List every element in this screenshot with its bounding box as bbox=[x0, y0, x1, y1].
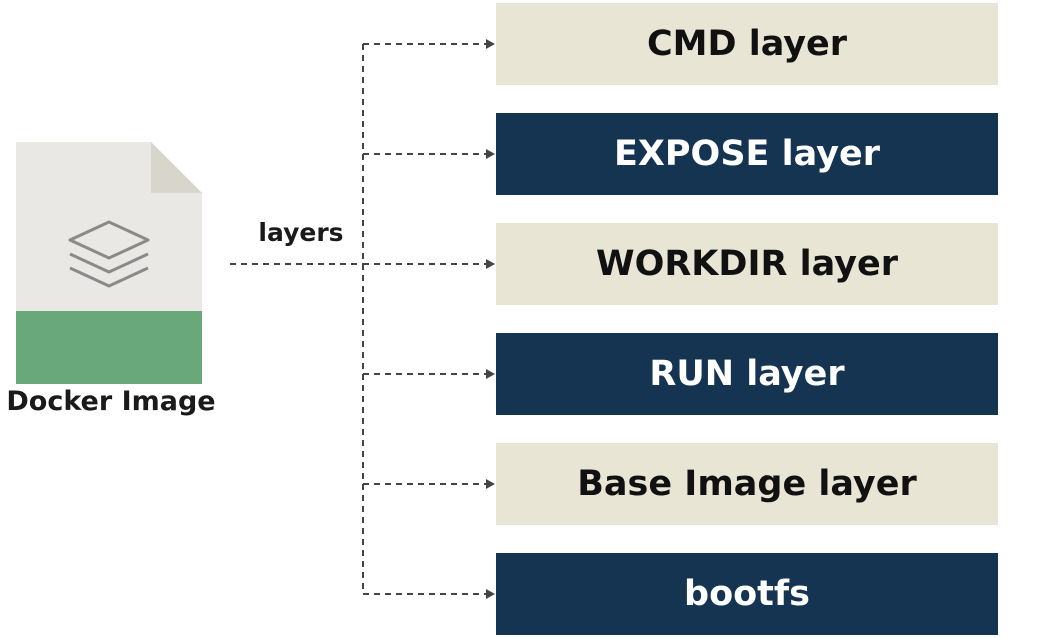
layer-label: CMD layer bbox=[646, 24, 848, 64]
layer-box-run: RUN layer bbox=[496, 333, 998, 415]
layers-stack-icon bbox=[68, 220, 150, 288]
layer-box-expose: EXPOSE layer bbox=[496, 113, 998, 195]
arrow-head bbox=[486, 369, 495, 379]
docker-image-label: Docker Image bbox=[6, 386, 216, 417]
docker-image-file-icon bbox=[16, 142, 202, 384]
layer-label: Base Image layer bbox=[577, 464, 917, 504]
arrow-head bbox=[486, 39, 495, 49]
layer-box-bootfs: bootfs bbox=[496, 553, 998, 635]
layer-label: EXPOSE layer bbox=[614, 134, 880, 174]
connector-label: layers bbox=[258, 218, 344, 247]
arrow-head bbox=[486, 589, 495, 599]
layer-label: WORKDIR layer bbox=[596, 244, 898, 284]
arrow-head bbox=[486, 259, 495, 269]
layer-box-base-image: Base Image layer bbox=[496, 443, 998, 525]
layer-box-cmd: CMD layer bbox=[496, 3, 998, 85]
layer-label: RUN layer bbox=[649, 354, 845, 394]
layer-label: bootfs bbox=[684, 574, 810, 614]
layer-box-workdir: WORKDIR layer bbox=[496, 223, 998, 305]
arrow-head bbox=[486, 149, 495, 159]
file-band bbox=[16, 311, 202, 384]
arrow-head bbox=[486, 479, 495, 489]
